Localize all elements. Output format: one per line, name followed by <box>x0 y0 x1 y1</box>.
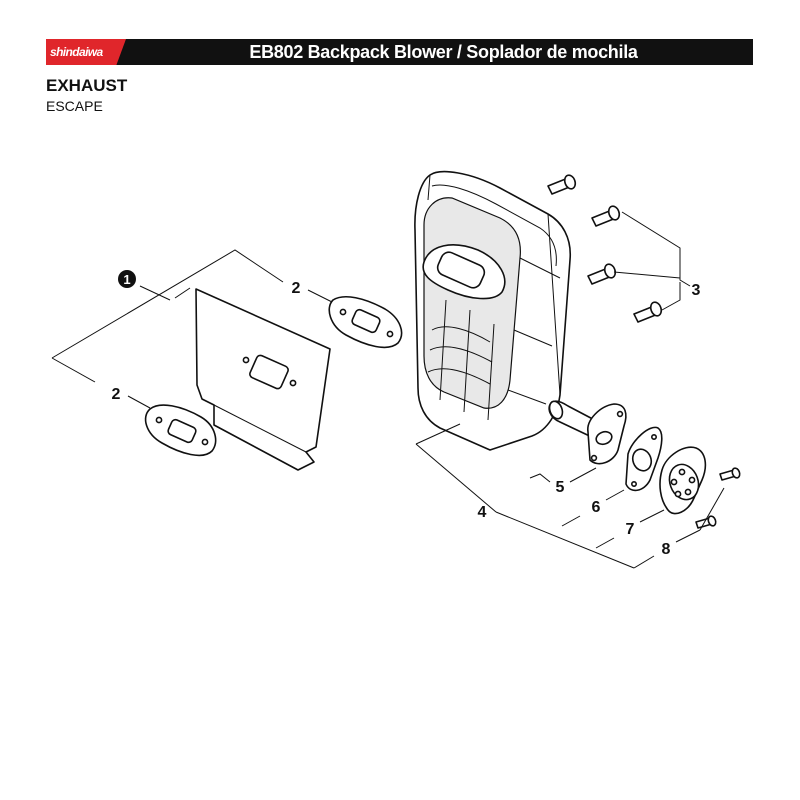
screw-2 <box>591 205 621 227</box>
callout-5: 5 <box>556 479 565 496</box>
muffler-body <box>414 170 572 451</box>
screw-3 <box>587 263 617 285</box>
screw-set <box>547 174 663 323</box>
leader-lines-screws <box>613 211 691 311</box>
small-screw-2 <box>695 515 717 529</box>
section-title: EXHAUST <box>46 76 128 95</box>
brand-logo <box>46 39 126 65</box>
exhaust-pipe <box>548 400 627 465</box>
callout-8: 8 <box>662 541 671 558</box>
screw-4 <box>633 301 663 323</box>
callout-2-lower: 2 <box>112 386 121 403</box>
outlet-gasket <box>625 426 663 492</box>
section-subtitle: ESCAPE <box>46 98 103 114</box>
small-screw-1 <box>719 467 741 481</box>
gasket-lower <box>144 404 217 457</box>
callout-7: 7 <box>626 521 635 538</box>
callout-1-label: 1 <box>123 272 130 287</box>
leader-lines-left <box>51 249 333 409</box>
screw-1 <box>547 174 577 195</box>
heat-shield-part <box>195 288 331 471</box>
callout-6: 6 <box>592 499 601 516</box>
callout-4: 4 <box>478 504 487 521</box>
leader-lines-right <box>415 423 725 569</box>
callout-3: 3 <box>692 282 701 299</box>
header-bar <box>46 39 753 65</box>
callout-2-upper: 2 <box>292 280 301 297</box>
spark-arrester-cover <box>659 446 707 515</box>
gasket-upper <box>328 296 403 349</box>
brand-logo-text: shindaiwa <box>50 45 103 59</box>
page-title: EB802 Backpack Blower / Soplador de moch… <box>249 42 638 62</box>
callout-1: 1 <box>118 270 136 288</box>
